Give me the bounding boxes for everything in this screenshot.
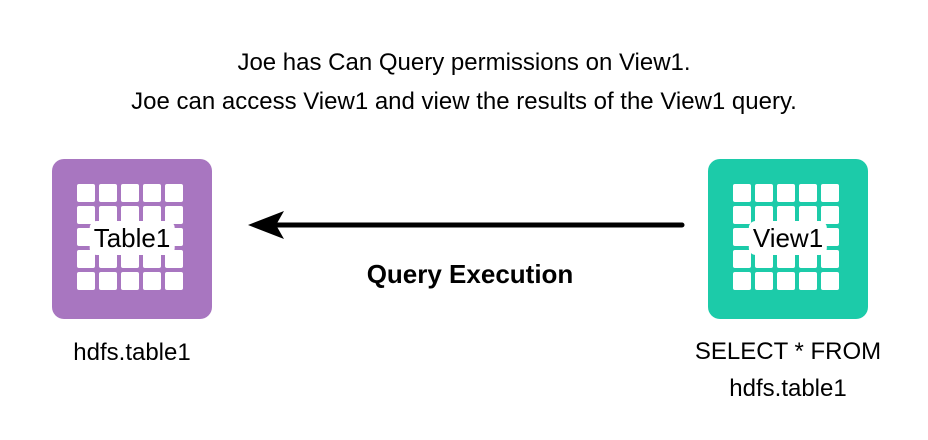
grid-cell: [143, 272, 161, 290]
grid-cell: [821, 250, 839, 268]
grid-cell: [777, 184, 795, 202]
grid-cell: [143, 184, 161, 202]
grid-cell: [99, 184, 117, 202]
grid-cell: [733, 206, 751, 224]
grid-cell: [799, 272, 817, 290]
query-execution-arrow: [248, 211, 685, 239]
query-execution-label: Query Execution: [366, 259, 574, 289]
grid-cell: [777, 206, 795, 224]
grid-cell: [99, 272, 117, 290]
grid-cell: [77, 184, 95, 202]
grid-cell: [121, 272, 139, 290]
table-grid-icon: Table1: [52, 159, 212, 319]
grid-cell: [821, 272, 839, 290]
grid-cell: [733, 184, 751, 202]
view-grid-icon: View1: [708, 159, 868, 319]
grid-cell: [143, 206, 161, 224]
grid-cell: [121, 184, 139, 202]
grid-cell: [121, 206, 139, 224]
grid-cell: [165, 184, 183, 202]
grid-cell: [77, 272, 95, 290]
grid-cell: [777, 272, 795, 290]
grid-cell: [77, 250, 95, 268]
view-label: View1: [748, 221, 828, 255]
grid-cell: [821, 184, 839, 202]
grid-cell: [799, 184, 817, 202]
grid-cell: [165, 272, 183, 290]
grid-cell: [755, 184, 773, 202]
view-caption-line-1: SELECT * FROM: [694, 338, 882, 365]
caption-line-2: Joe can access View1 and view the result…: [131, 88, 797, 115]
grid-cell: [733, 272, 751, 290]
grid-cell: [733, 250, 751, 268]
table-label: Table1: [89, 221, 175, 255]
grid-cell: [165, 206, 183, 224]
grid-cell: [77, 206, 95, 224]
grid-cell: [799, 206, 817, 224]
grid-cell: [821, 206, 839, 224]
grid-cell: [99, 206, 117, 224]
grid-cell: [755, 272, 773, 290]
grid-cell: [755, 206, 773, 224]
grid-cell: [733, 228, 751, 246]
table-caption: hdfs.table1: [73, 339, 191, 366]
view-caption-line-2: hdfs.table1: [729, 375, 847, 402]
caption-line-1: Joe has Can Query permissions on View1.: [237, 49, 691, 76]
